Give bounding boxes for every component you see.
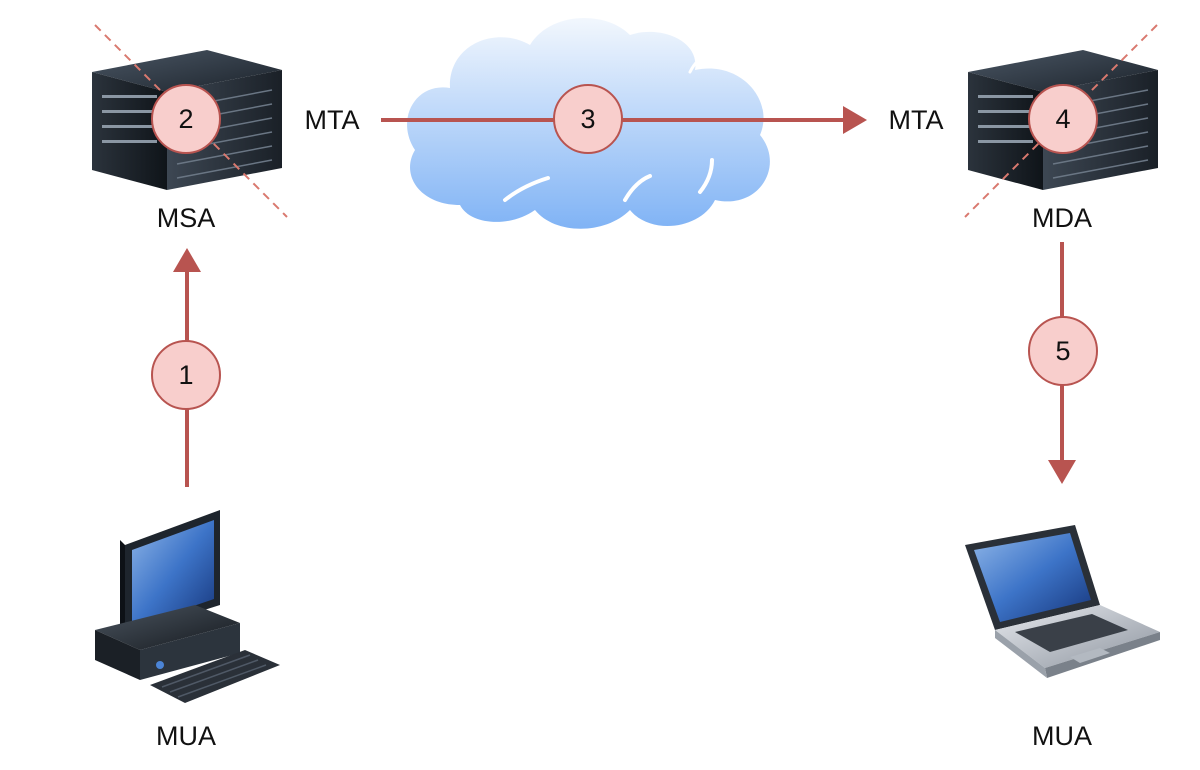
step-badge-2: 2 <box>151 84 221 154</box>
step-number: 4 <box>1055 104 1070 134</box>
mda-label: MDA <box>1032 203 1092 233</box>
laptop-icon <box>965 525 1160 678</box>
step-badge-4: 4 <box>1028 84 1098 154</box>
step-badge-5: 5 <box>1028 316 1098 386</box>
msa-label: MSA <box>157 203 216 233</box>
mta-sender-label: MTA <box>305 105 360 135</box>
mta-receiver-label: MTA <box>889 105 944 135</box>
desktop-computer-icon <box>95 510 280 703</box>
step-number: 2 <box>178 104 193 134</box>
step-badge-3: 3 <box>553 84 623 154</box>
mua-receiver-label: MUA <box>1032 721 1092 751</box>
mda-cross-line <box>964 24 1158 218</box>
step-number: 1 <box>178 360 193 390</box>
step-number: 5 <box>1055 336 1070 366</box>
step-badge-1: 1 <box>151 340 221 410</box>
msa-cross-line <box>94 24 288 218</box>
mua-sender-label: MUA <box>156 721 216 751</box>
step-number: 3 <box>580 104 595 134</box>
